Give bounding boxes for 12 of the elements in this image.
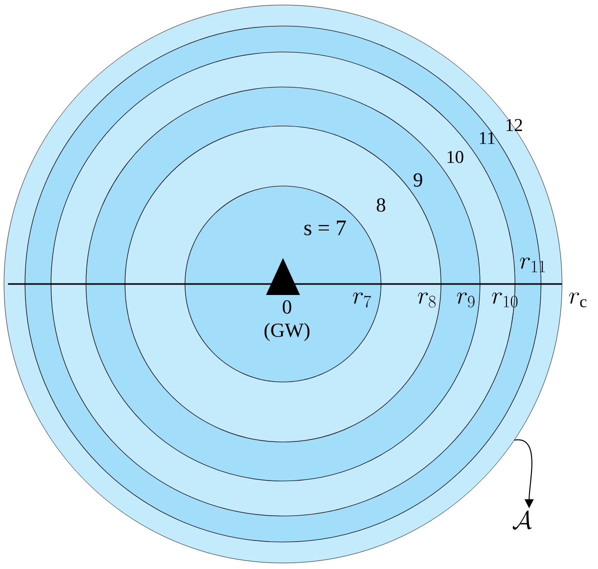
ring-label: 8 [376,198,386,212]
ring-label: s = 7 [304,220,346,236]
ring-label: 10 [448,150,464,164]
ring-label: 0 [282,300,292,314]
ring-label: 11 [480,132,495,144]
ring-label: (GW) [264,322,310,342]
ring-label: 9 [414,173,422,187]
ring-label: $r_{9}$ [456,292,475,308]
ring-label: $r_{8}$ [418,292,436,308]
ring-label: 12 [506,119,522,131]
ring-label: $r_{7}$ [352,292,372,308]
set-label: $\mathcal{A}$ [512,510,532,530]
